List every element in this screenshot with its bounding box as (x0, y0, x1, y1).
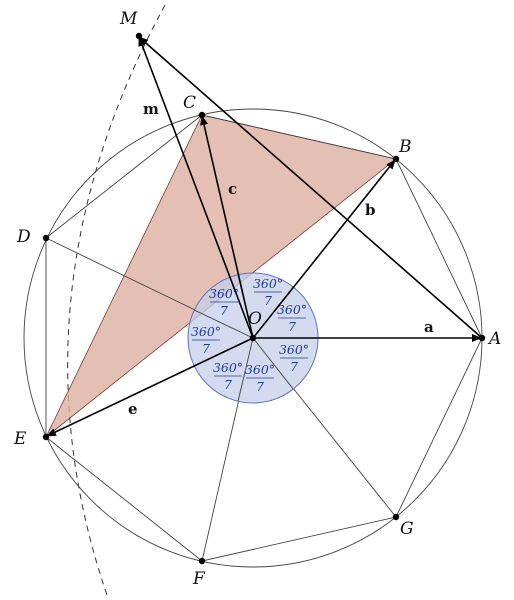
angle-numerator: 360° (253, 276, 283, 291)
point-F (198, 557, 206, 565)
vector-b (252, 159, 396, 339)
angle-denominator: 7 (256, 379, 264, 394)
angle-denominator: 7 (264, 293, 272, 308)
dashed-arc (67, 4, 166, 599)
angle-fraction-4: 360° 7 (191, 324, 221, 356)
point-E (42, 433, 50, 441)
point-O (249, 334, 257, 342)
point-A (478, 334, 486, 342)
label-F: F (192, 569, 206, 589)
label-E: E (13, 429, 27, 449)
points (42, 32, 486, 565)
angle-denominator: 7 (202, 341, 210, 356)
angle-fraction-2: 360° 7 (277, 302, 307, 334)
label-B: B (398, 137, 412, 157)
point-B (392, 155, 400, 163)
angle-numerator: 360° (191, 324, 221, 339)
label-O: O (248, 309, 262, 329)
label-vector-a: a (424, 318, 434, 336)
vector-AM (138, 36, 483, 339)
point-labels: O A B C D E F G M (13, 9, 501, 589)
heptagon (45, 114, 483, 562)
angle-denominator: 7 (288, 319, 296, 334)
angle-numerator: 360° (245, 362, 275, 377)
vectors (46, 36, 483, 437)
angle-denominator: 7 (220, 303, 228, 318)
angle-fraction-6: 360° 7 (245, 362, 275, 394)
angle-fraction-5: 360° 7 (213, 360, 243, 392)
label-C: C (183, 93, 196, 113)
label-A: A (487, 329, 501, 349)
vector-e (46, 337, 254, 437)
angle-numerator: 360° (213, 360, 243, 375)
label-G: G (400, 519, 414, 539)
label-vector-m: m (143, 100, 159, 118)
point-M (135, 32, 143, 40)
angle-numerator: 360° (277, 302, 307, 317)
label-M: M (119, 9, 138, 29)
point-C (198, 111, 206, 119)
angle-fraction-1: 360° 7 (253, 276, 283, 308)
label-vector-b: b (365, 201, 376, 219)
label-D: D (16, 227, 31, 247)
vector-c (200, 115, 254, 339)
label-vector-c: c (228, 180, 237, 198)
angle-denominator: 7 (224, 377, 232, 392)
vector-labels: a b c e m (128, 100, 434, 418)
angle-numerator: 360° (279, 342, 309, 357)
angle-fraction-3: 360° 7 (209, 286, 239, 318)
vector-m (138, 36, 254, 339)
point-D (42, 234, 50, 242)
point-G (392, 513, 400, 521)
angle-denominator: 7 (290, 359, 298, 374)
label-vector-e: e (128, 400, 138, 418)
angle-numerator: 360° (209, 286, 239, 301)
angle-fraction-7: 360° 7 (279, 342, 309, 374)
